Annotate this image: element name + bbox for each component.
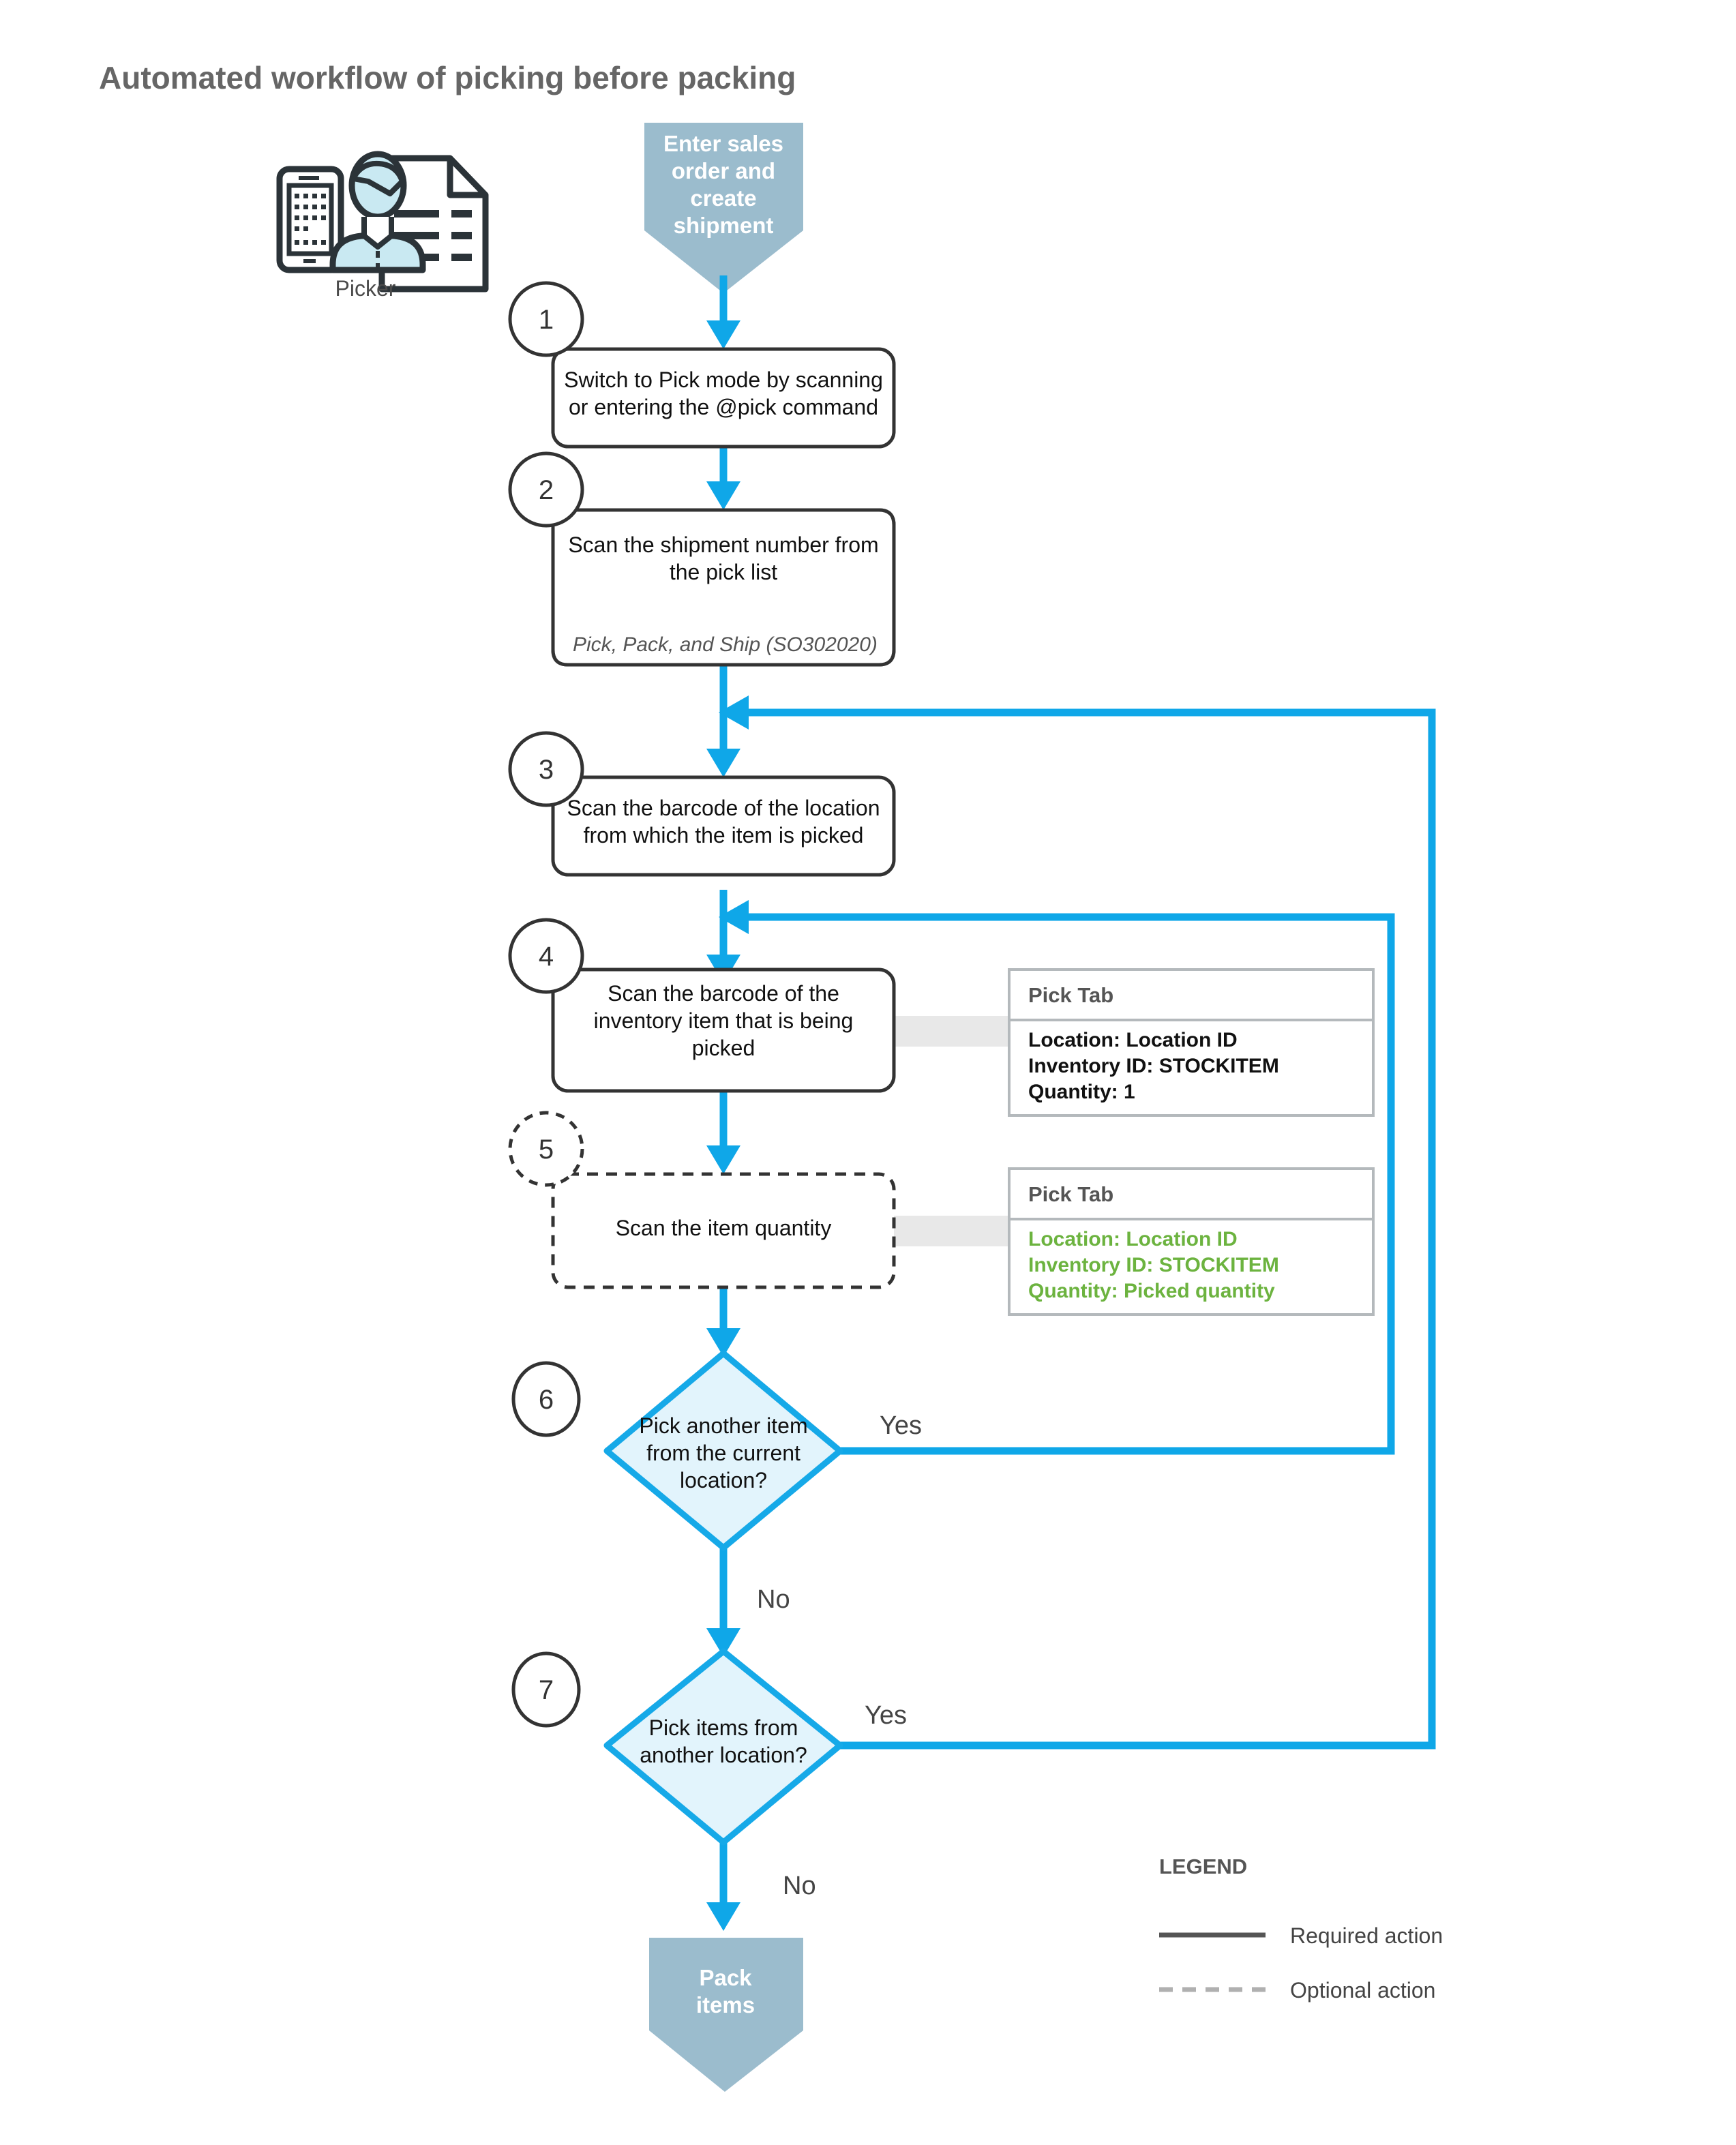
step-2: 2 Scan the shipment number from the pick…	[508, 451, 896, 667]
end-label-line1: Pack	[699, 1965, 752, 1990]
step-5-text: Scan the item quantity	[616, 1216, 832, 1240]
decision-6: 6 Pick another item from the current loc…	[511, 1350, 922, 1614]
step-4-text-line2: inventory item that is being	[594, 1008, 854, 1033]
step-4-panel-connector	[894, 1016, 1010, 1047]
step-3-text-line2: from which the item is picked	[584, 823, 864, 847]
step-4-text-line1: Scan the barcode of the	[608, 981, 839, 1006]
pick-tab-panel-2-header	[1008, 1167, 1375, 1220]
pick-tab-panel-1-body	[1008, 1019, 1375, 1117]
step-1-box	[551, 347, 896, 449]
decision-7-number-circle	[511, 1651, 581, 1728]
step-5: 5 Scan the item quantity	[508, 1111, 896, 1289]
step-4-number: 4	[539, 942, 554, 972]
step-2-number: 2	[539, 475, 554, 505]
decision-6-number-circle	[511, 1361, 581, 1437]
step-1-text-line1: Switch to Pick mode by scanning	[564, 368, 883, 392]
decision-7-text-line2: another location?	[640, 1743, 807, 1767]
step-3-box	[551, 775, 896, 877]
decision-6-text-line3: location?	[680, 1468, 767, 1492]
end-terminator: Pack items	[649, 1938, 803, 2092]
pick-tab-panel-1-header	[1008, 968, 1375, 1021]
page-title: Automated workflow of picking before pac…	[99, 60, 796, 95]
step-4-box	[551, 967, 896, 1093]
decision-6-text-line2: from the current	[646, 1441, 800, 1465]
pick-tab-panel-2: Pick Tab Location: Location ID Inventory…	[1008, 1167, 1375, 1316]
pick-tab-panel-1-line-2: Inventory ID: STOCKITEM	[1028, 1055, 1279, 1077]
decision-6-text-line1: Pick another item	[639, 1413, 807, 1438]
legend-item-1-label: Optional action	[1290, 1978, 1435, 2002]
step-2-text-line2: the pick list	[670, 560, 777, 584]
pick-tab-panel-1: Pick Tab Location: Location ID Inventory…	[1008, 968, 1375, 1117]
start-label-line1: Enter sales	[663, 131, 783, 156]
picker-person-device-icon: Picker	[276, 151, 489, 301]
step-5-box	[551, 1172, 896, 1289]
step-3: 3 Scan the barcode of the location from …	[508, 731, 896, 877]
decision-7-number: 7	[539, 1675, 554, 1705]
step-3-number: 3	[539, 755, 554, 785]
pick-tab-panel-2-line-2: Inventory ID: STOCKITEM	[1028, 1254, 1279, 1276]
pick-tab-panel-2-line-3: Quantity: Picked quantity	[1028, 1280, 1275, 1302]
legend-item-0-label: Required action	[1290, 1923, 1443, 1948]
decision-6-yes-label: Yes	[880, 1411, 922, 1440]
decision-6-no-label: No	[757, 1585, 790, 1614]
decision-7-diamond	[603, 1648, 843, 1846]
decision-7-text-line1: Pick items from	[649, 1715, 798, 1740]
step-1-number-circle	[508, 281, 584, 357]
flow-connectors	[706, 275, 1436, 1931]
pick-tab-panel-1-title: Pick Tab	[1028, 983, 1113, 1007]
start-label-line4: shipment	[674, 213, 774, 238]
step-2-number-circle	[508, 451, 584, 528]
decision-7: 7 Pick items from another location? Yes …	[511, 1648, 907, 1900]
step-5-number-circle	[508, 1111, 584, 1187]
step-5-number: 5	[539, 1135, 554, 1165]
step-3-text-line1: Scan the barcode of the location	[567, 796, 880, 820]
start-terminator: Enter sales order and create shipment	[644, 123, 803, 293]
legend: LEGEND Required action Optional action	[1159, 1855, 1443, 2002]
decision-7-no-label: No	[783, 1872, 816, 1900]
step-1-number: 1	[539, 305, 554, 335]
step-3-number-circle	[508, 731, 584, 807]
step-4-number-circle	[508, 918, 584, 994]
decision-7-yes-label: Yes	[865, 1701, 907, 1730]
decision-6-number: 6	[539, 1385, 554, 1415]
pick-tab-panel-1-line-1: Location: Location ID	[1028, 1029, 1238, 1051]
end-label-line2: items	[696, 1992, 755, 2017]
step-2-footer-text: Pick, Pack, and Ship (SO302020)	[573, 633, 878, 656]
step-2-text-line1: Scan the shipment number from	[568, 532, 878, 557]
pick-tab-panel-2-body	[1008, 1218, 1375, 1316]
step-4: 4 Scan the barcode of the inventory item…	[508, 918, 896, 1093]
decision-6-diamond	[603, 1350, 843, 1551]
picker-label: Picker	[335, 276, 396, 301]
step-4-text-line3: picked	[692, 1036, 755, 1060]
pick-tab-panel-2-title: Pick Tab	[1028, 1182, 1113, 1206]
step-1-text-line2: or entering the @pick command	[569, 395, 878, 419]
step-5-panel-connector	[894, 1216, 1010, 1246]
pick-tab-panel-1-line-3: Quantity: 1	[1028, 1081, 1135, 1103]
start-label-line3: create	[690, 185, 756, 211]
start-label-line2: order and	[672, 158, 775, 183]
step-1: 1 Switch to Pick mode by scanning or ent…	[508, 281, 896, 449]
pick-tab-panel-2-line-1: Location: Location ID	[1028, 1228, 1238, 1250]
legend-title: LEGEND	[1159, 1855, 1247, 1878]
